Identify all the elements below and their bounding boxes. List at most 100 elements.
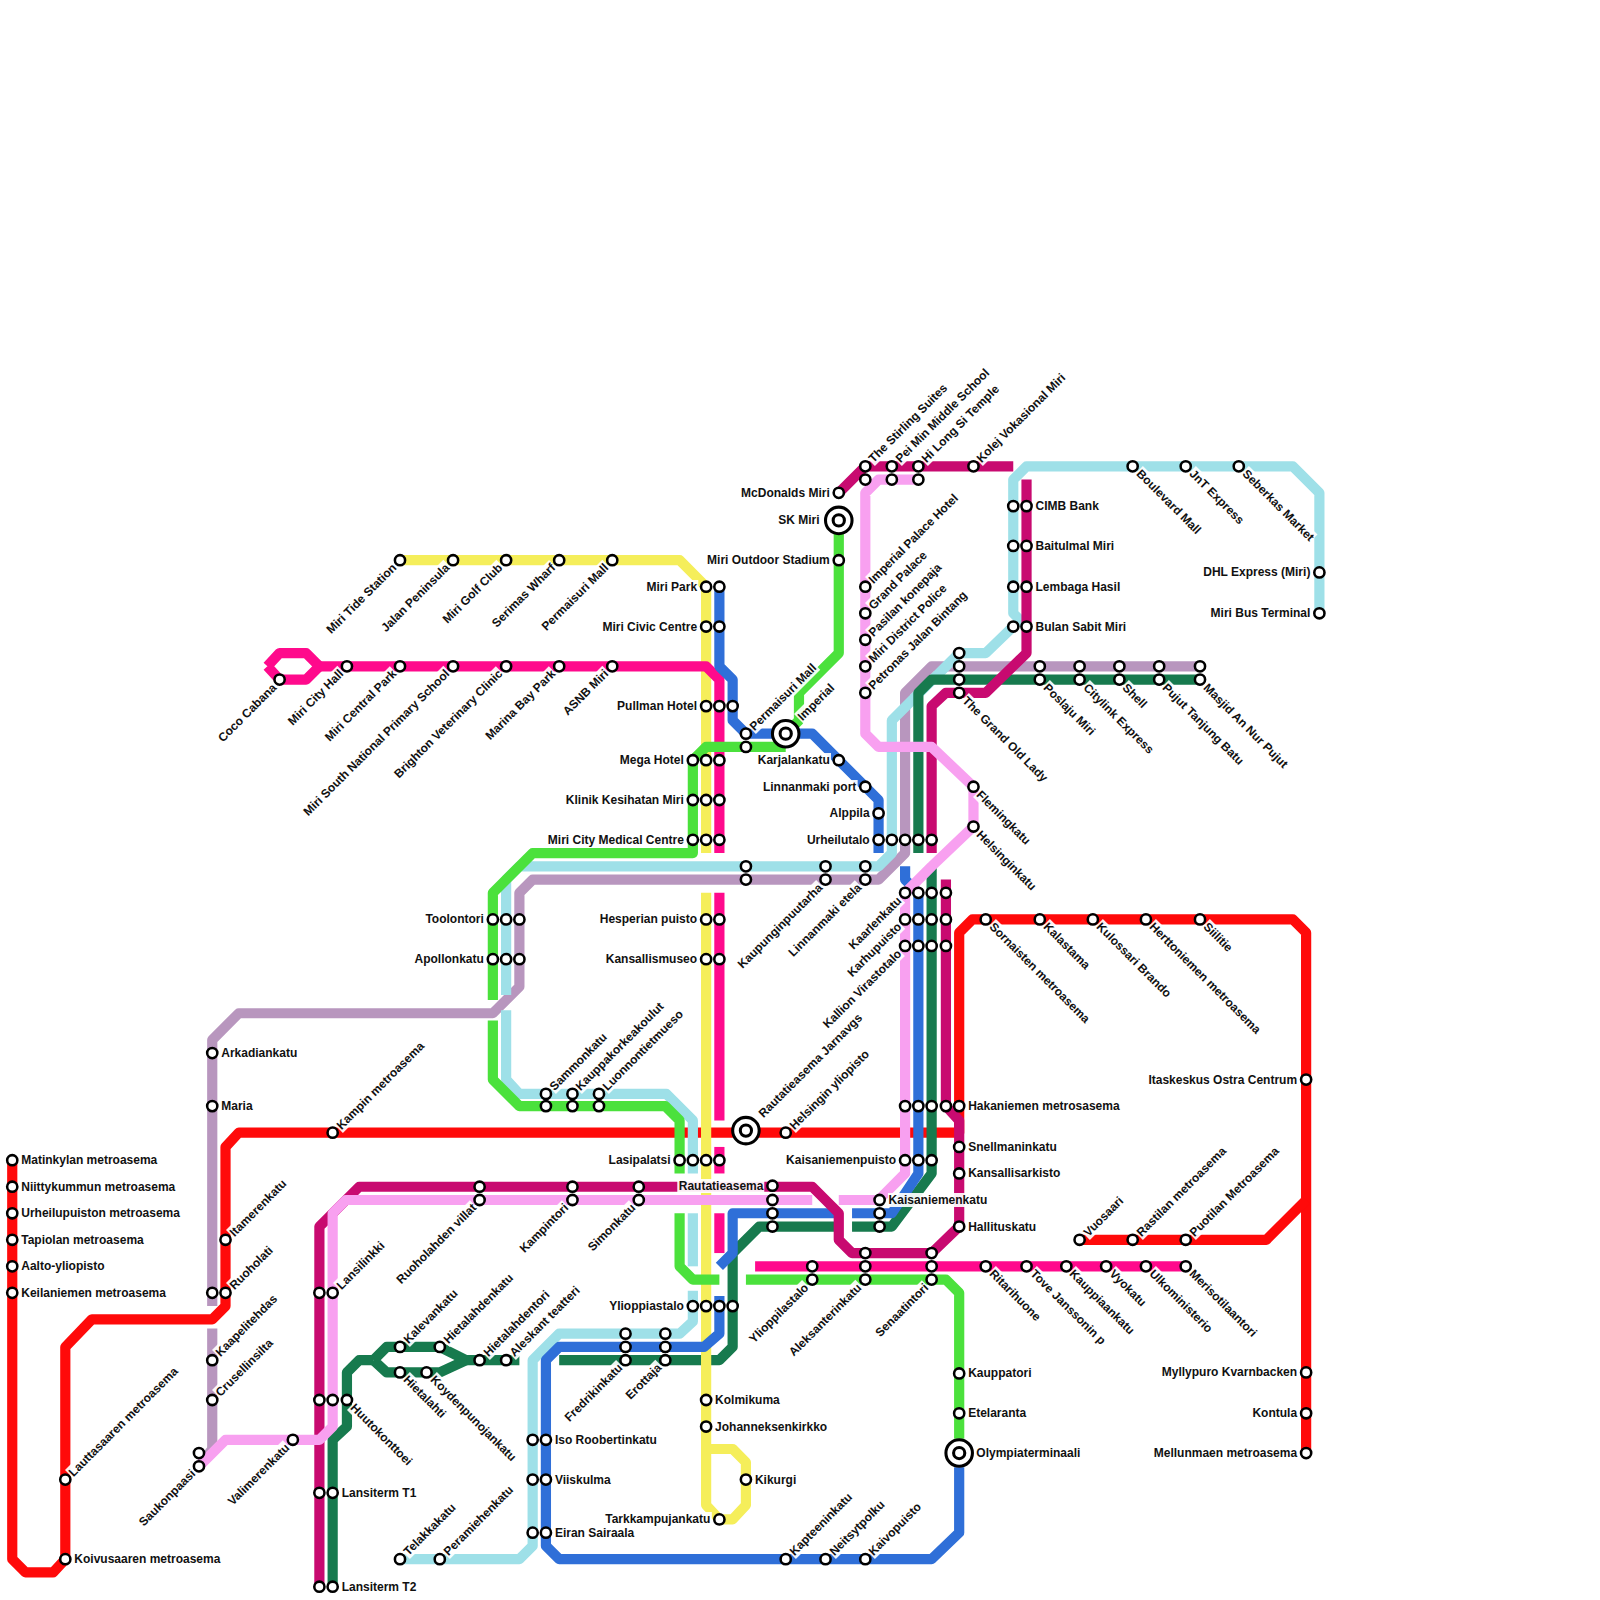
interchange-ring [733, 1117, 760, 1144]
station-dot [660, 1329, 670, 1339]
station-dot [860, 661, 870, 671]
station-label: Tarkkampujankatu [604, 1512, 711, 1526]
station-dot [314, 1488, 324, 1498]
station-dot [488, 914, 498, 924]
route-line [319, 666, 719, 853]
station-dot [567, 1089, 577, 1099]
station-dot [701, 1301, 711, 1311]
station-dot [1141, 914, 1151, 924]
station-dot [688, 795, 698, 805]
station-label: Hakaniemen metrosasema [967, 1099, 1120, 1113]
station-dot [620, 1355, 630, 1365]
station-dot [1035, 661, 1045, 671]
station-dot [1035, 914, 1045, 924]
station-dot [781, 1554, 791, 1564]
station-dot [194, 1448, 204, 1458]
station-dot [607, 555, 617, 565]
station-dot [514, 954, 524, 964]
station-dot [1008, 501, 1018, 511]
station-dot [860, 861, 870, 871]
station-label: Kaisaniemenkatu [888, 1193, 989, 1207]
station-label: Kampintori [516, 1200, 572, 1256]
route-line [706, 1449, 746, 1519]
station-label: Kansallisarkisto [967, 1166, 1061, 1180]
station-dot [701, 755, 711, 765]
station-dot [1128, 461, 1138, 471]
station-label: Coco Cabana [214, 680, 280, 746]
station-dot [860, 608, 870, 618]
station-dot [913, 461, 923, 471]
station-label: Merisotilaantori [1186, 1266, 1261, 1341]
station-dot [701, 1395, 711, 1405]
station-label: Brighton Veterinary Clinic [391, 666, 507, 782]
station-dot [714, 835, 724, 845]
station-dot [927, 835, 937, 845]
station-label: Lansiterm T2 [341, 1580, 418, 1594]
station-dot [741, 729, 751, 739]
station-dot [913, 835, 923, 845]
station-label: Peramiehenkatu [440, 1482, 517, 1559]
station-label: Kauppatori [967, 1366, 1032, 1380]
station-dot [728, 1301, 738, 1311]
station-dot [701, 954, 711, 964]
station-dot [781, 1128, 791, 1138]
station-dot [1008, 582, 1018, 592]
station-label: Helsingin yliopisto [786, 1046, 873, 1133]
station-dot [1314, 567, 1324, 577]
station-label: Permaisuri Mall [746, 660, 820, 734]
station-dot [1074, 674, 1084, 684]
route-line [714, 893, 724, 1121]
station-dot [501, 1355, 511, 1365]
interchange-core [954, 1447, 965, 1458]
station-label: ASNB Miri [559, 666, 612, 719]
station-dot [954, 674, 964, 684]
station-label: Johanneksenkirkko [714, 1420, 828, 1434]
station-dot [328, 1128, 338, 1138]
station-label: Karjalankatu [757, 753, 831, 767]
station-dot [314, 1395, 324, 1405]
station-dot [860, 688, 870, 698]
station-label: Myllypuro Kvarnbacken [1161, 1365, 1298, 1379]
station-dot [927, 1248, 937, 1258]
station-label: Aalto-yliopisto [20, 1259, 105, 1273]
station-dot [541, 1101, 551, 1111]
station-dot [7, 1235, 17, 1245]
route-line [688, 1213, 698, 1266]
station-dot [501, 914, 511, 924]
station-dot [714, 1301, 724, 1311]
station-dot [488, 954, 498, 964]
station-dot [1181, 1235, 1191, 1245]
station-dot [1301, 1408, 1311, 1418]
station-dot [1008, 621, 1018, 631]
station-label: Olympiaterminaali [975, 1446, 1081, 1460]
station-dot [714, 795, 724, 805]
station-label: Keilaniemen metroasema [20, 1286, 167, 1300]
station-dot [1008, 541, 1018, 551]
station-label: Shell [1119, 680, 1151, 712]
station-label: Linnanmaki port [762, 780, 857, 794]
station-dot [288, 1435, 298, 1445]
station-dot [834, 555, 844, 565]
station-label: Itaskeskus Ostra Centrum [1147, 1073, 1298, 1087]
station-dot [714, 1155, 724, 1165]
station-dot [207, 1048, 217, 1058]
station-dot [501, 661, 511, 671]
station-dot [954, 1368, 964, 1378]
station-dot [7, 1288, 17, 1298]
station-dot [7, 1261, 17, 1271]
station-dot [900, 941, 910, 951]
station-dot [395, 1554, 405, 1564]
route-line [680, 1213, 720, 1279]
station-dot [913, 941, 923, 951]
station-label: Miri Outdoor Stadium [706, 553, 831, 567]
station-dot [701, 835, 711, 845]
station-dot [900, 1155, 910, 1165]
route-line [333, 1360, 374, 1587]
station-dot [981, 914, 991, 924]
station-dot [421, 1367, 431, 1377]
station-dot [874, 1195, 884, 1205]
station-label: Herttoniemen metroasema [1146, 919, 1264, 1037]
station-label: Arkadiankatu [220, 1046, 298, 1060]
station-label: Valimerenkatu [224, 1440, 293, 1509]
